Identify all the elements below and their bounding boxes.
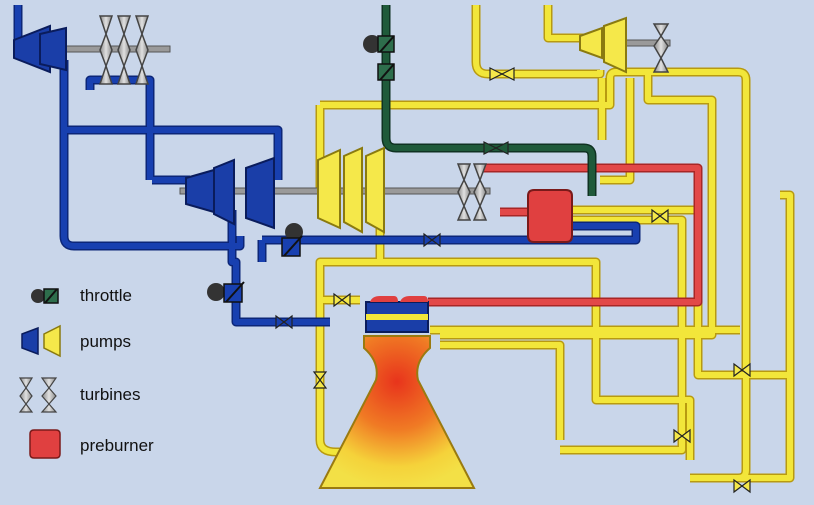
throttle-valve-icon bbox=[363, 35, 395, 81]
legend-turbines-label: turbines bbox=[80, 385, 141, 404]
legend-pumps-label: pumps bbox=[80, 332, 132, 351]
legend-throttle-icon bbox=[31, 288, 59, 304]
main-fuel-pump-icon bbox=[317, 146, 385, 234]
legend-preburner-icon bbox=[29, 429, 61, 459]
rocket-nozzle-icon bbox=[318, 335, 476, 489]
upper-fuel-turbine-icon bbox=[652, 23, 670, 73]
legend-pumps-icon bbox=[21, 324, 61, 358]
upper-fuel-pump-icon bbox=[579, 16, 627, 74]
valve-icon bbox=[275, 67, 751, 494]
legend-throttle-label: throttle bbox=[80, 286, 132, 305]
legend-turbines-icon bbox=[18, 377, 58, 413]
preburner-icon bbox=[527, 189, 573, 243]
combustion-chamber bbox=[365, 296, 429, 333]
main-oxidizer-pump-icon bbox=[185, 156, 275, 230]
ox-throttle-valve-icon bbox=[281, 223, 303, 257]
legend-preburner-label: preburner bbox=[80, 436, 154, 455]
main-turbines-icon bbox=[456, 163, 488, 221]
oxidizer-lines-fill bbox=[15, 5, 639, 325]
booster-oxidizer-pump-icon bbox=[13, 24, 67, 74]
booster-turbines-icon bbox=[98, 15, 150, 85]
ox-throttle-valve-2-icon bbox=[207, 281, 245, 303]
